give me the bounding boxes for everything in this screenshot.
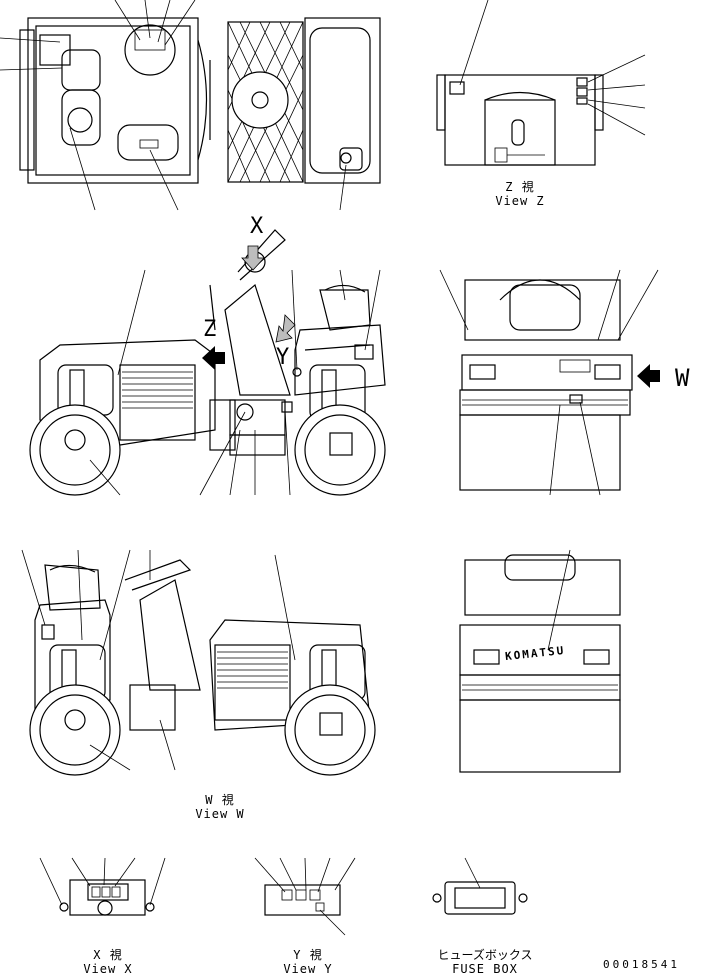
view-z-caption-en: View Z — [495, 194, 545, 208]
view-y-caption-jp: Y 視 — [293, 948, 323, 962]
side-view-right — [29, 229, 386, 496]
w-direction-marker: W — [675, 364, 690, 392]
side-view-left — [21, 549, 376, 776]
fuse-box-caption-jp: ヒューズボックス — [437, 948, 533, 962]
front-view-machine — [439, 269, 660, 496]
view-z-caption-jp: Z 視 — [505, 180, 535, 194]
x-direction-marker: X — [250, 214, 264, 239]
z-direction-marker: Z — [203, 317, 217, 342]
view-y-caption-en: View Y — [283, 962, 333, 976]
view-y-detail — [254, 857, 356, 936]
fuse-box-detail — [432, 857, 528, 915]
fuse-box-caption-en: FUSE BOX — [452, 962, 518, 976]
view-z-machine — [436, 0, 646, 166]
view-x-caption-en: View X — [83, 962, 133, 976]
view-x-detail — [39, 857, 166, 916]
y-direction-marker: Y — [276, 345, 290, 370]
view-x-caption-jp: X 視 — [93, 948, 123, 962]
drawing-number: 00018541 — [603, 958, 680, 971]
rear-view-machine — [459, 549, 621, 773]
top-view-machine — [0, 0, 381, 211]
view-w-caption-jp: W 視 — [205, 793, 235, 807]
view-w-caption-en: View W — [195, 807, 245, 821]
